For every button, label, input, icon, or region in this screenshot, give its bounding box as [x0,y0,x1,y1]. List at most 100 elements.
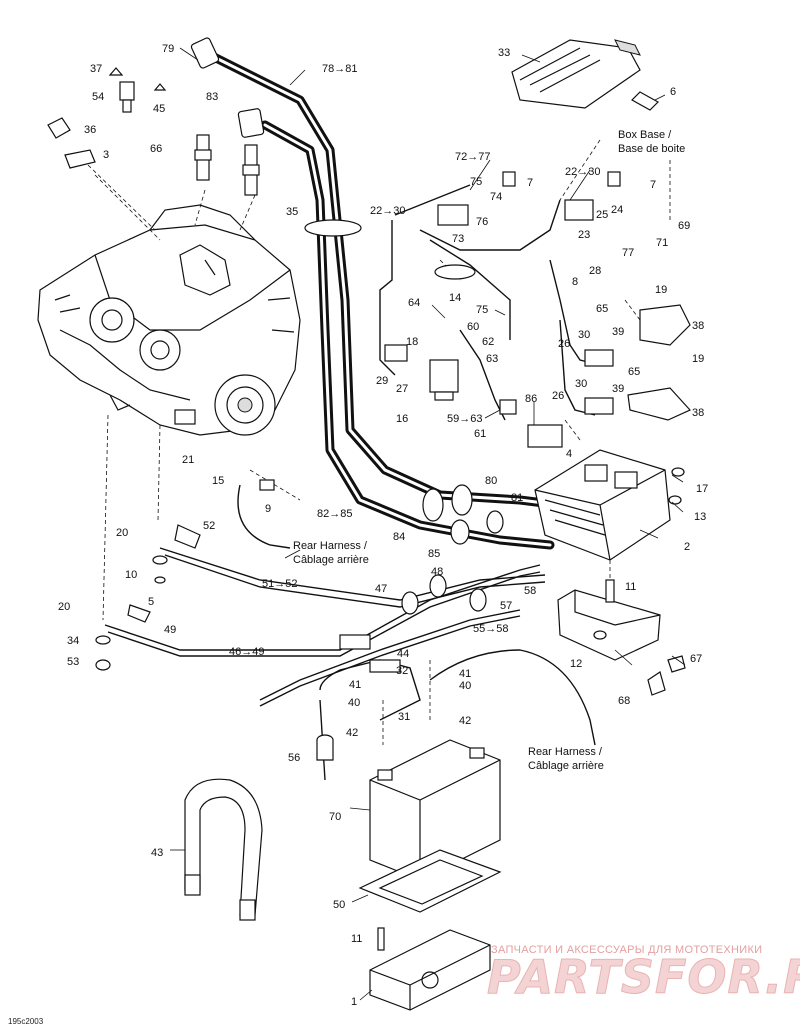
callout-4: 4 [566,448,572,460]
mounting-bracket [557,579,686,696]
callout-7a: 7 [527,177,533,189]
callout-79: 79 [162,43,174,55]
rear-harness-label-fr-a: Câblage arrière [293,554,369,566]
callout-35: 35 [286,206,298,218]
callout-26a: 26 [558,338,570,350]
callout-13: 13 [694,511,706,523]
callout-31: 31 [398,711,410,723]
callout-19b: 19 [692,353,704,365]
callout-83: 83 [206,91,218,103]
callout-46-49: 46→49 [229,646,264,658]
callout-86: 86 [525,393,537,405]
callout-69: 69 [678,220,690,232]
callout-15: 15 [212,475,224,487]
callout-14: 14 [449,292,461,304]
sensor-and-bracket [47,67,167,169]
callout-61: 61 [474,428,486,440]
callout-76: 76 [476,216,488,228]
rear-harness [237,479,596,746]
callout-38b: 38 [692,407,704,419]
callout-41a: 41 [349,679,361,691]
callout-63: 63 [486,353,498,365]
callout-30b: 30 [575,378,587,390]
callout-2: 2 [684,541,690,553]
callout-20b: 20 [58,601,70,613]
callout-18: 18 [406,336,418,348]
callout-57: 57 [500,600,512,612]
callout-20a: 20 [116,527,128,539]
callout-45: 45 [153,103,165,115]
callout-85: 85 [428,548,440,560]
rear-harness-label-en-a: Rear Harness / [293,540,368,552]
callout-29: 29 [376,375,388,387]
callout-40a: 40 [348,697,360,709]
rear-harness-label-fr-b: Câblage arrière [528,760,604,772]
callout-66: 66 [150,143,162,155]
callout-23: 23 [578,229,590,241]
callout-62: 62 [482,336,494,348]
callout-3: 3 [103,149,109,161]
callout-71: 71 [656,237,668,249]
callout-32: 32 [396,665,408,677]
callout-50: 50 [333,899,345,911]
callout-9: 9 [265,503,271,515]
battery-cables [95,524,546,781]
callout-75b: 75 [476,304,488,316]
callout-8: 8 [572,276,578,288]
callout-56: 56 [288,752,300,764]
callout-42b: 42 [459,715,471,727]
spark-plug-cables [190,37,565,550]
callout-1: 1 [351,996,357,1008]
callout-68: 68 [618,695,630,707]
callout-5: 5 [148,596,154,608]
battery-tray [358,849,502,1011]
callout-44: 44 [397,648,409,660]
callout-84: 84 [393,531,405,543]
callout-39a: 39 [612,326,624,338]
leader-lines [170,47,686,1001]
callout-39b: 39 [612,383,624,395]
watermark-brand: PARTSFOR.RU [487,950,800,1004]
callout-72-77: 72→77 [455,151,490,163]
callout-25: 25 [596,209,608,221]
callout-37: 37 [90,63,102,75]
callout-49: 49 [164,624,176,636]
callout-30a: 30 [578,329,590,341]
callout-64: 64 [408,297,420,309]
callout-12: 12 [570,658,582,670]
box-cover [511,39,659,111]
callout-47: 47 [375,583,387,595]
callout-73: 73 [452,233,464,245]
callout-51-52: 51→52 [262,578,297,590]
callout-54: 54 [92,91,104,103]
spark-plugs [194,134,260,196]
watermark-tagline: ЗАПЧАСТИ И АКСЕССУАРЫ ДЛЯ МОТОТЕХНИКИ [491,944,762,956]
callout-74: 74 [490,191,502,203]
callout-42a: 42 [346,727,358,739]
callout-65b: 65 [628,366,640,378]
callout-78-81: 78→81 [322,63,357,75]
callout-17: 17 [696,483,708,495]
callout-26b: 26 [552,390,564,402]
callout-67: 67 [690,653,702,665]
callout-28: 28 [589,265,601,277]
callout-59-63: 59→63 [447,413,482,425]
callout-36: 36 [84,124,96,136]
callout-22-30a: 22→30 [370,205,405,217]
box-base-label-en: Box Base / [618,129,672,141]
wiring-harness [379,171,691,448]
callout-7b: 7 [650,179,656,191]
callout-65a: 65 [596,303,608,315]
battery [316,734,501,881]
callout-41b: 41 [459,668,471,680]
rear-harness-label-en-b: Rear Harness / [528,746,603,758]
callout-80: 80 [485,475,497,487]
callout-34: 34 [67,635,79,647]
callout-40b: 40 [459,680,471,692]
box-base-label-fr: Base de boite [618,143,685,155]
callout-16: 16 [396,413,408,425]
callout-38a: 38 [692,320,704,332]
notes: Box Base / Base de boite Rear Harness / … [293,129,685,772]
callout-43: 43 [151,847,163,859]
